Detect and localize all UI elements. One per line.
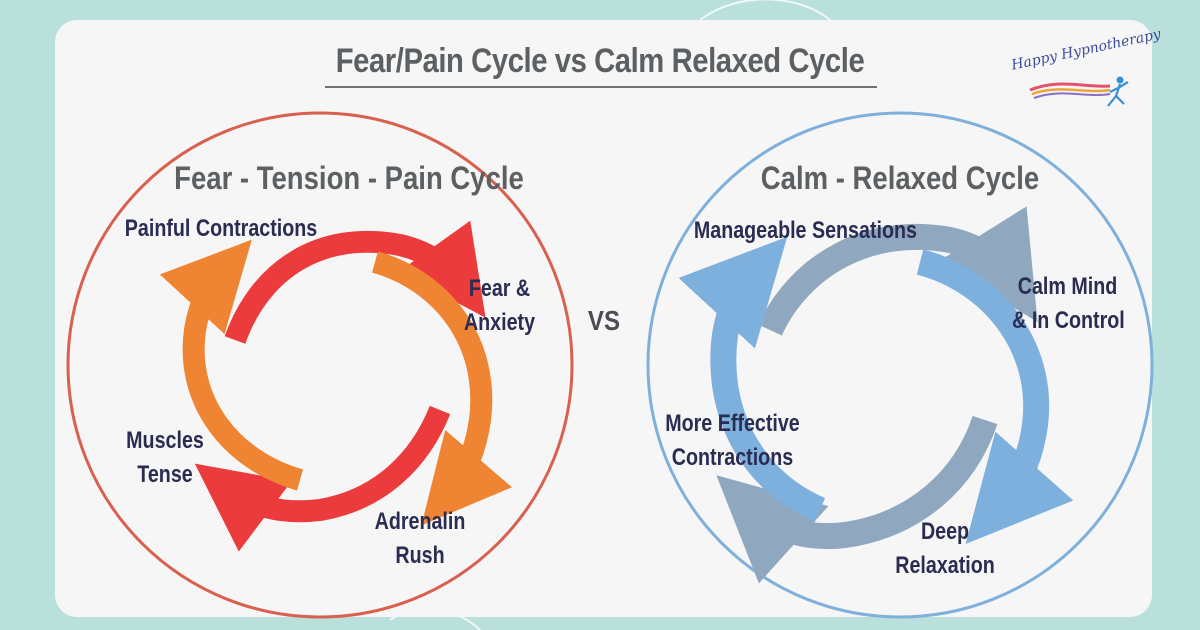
label-fear-line1: Fear & (468, 275, 531, 302)
right-arrow-top (758, 206, 1038, 336)
label-calm-line1: Calm Mind (1017, 273, 1118, 300)
left-cycle-title: Fear - Tension - Pain Cycle (174, 160, 524, 196)
left-arrow-bottom (194, 405, 451, 552)
right-cycle-title: Calm - Relaxed Cycle (760, 160, 1040, 196)
page-title: Fear/Pain Cycle vs Calm Relaxed Cycle (335, 42, 865, 80)
title-underline (325, 86, 877, 88)
vs-label: VS (587, 305, 621, 336)
label-calm-line2: & In Control (1012, 307, 1125, 334)
left-arrow-left (159, 239, 304, 491)
label-fear-line2: Anxiety (463, 309, 536, 336)
label-adrenalin-line1: Adrenalin (374, 508, 466, 535)
left-arrow-top (224, 220, 486, 344)
logo-dancer-icon (1029, 76, 1129, 107)
right-arrow-right (916, 249, 1074, 545)
label-deep-line2: Relaxation (895, 552, 995, 579)
left-cycle-circle (66, 111, 574, 619)
label-deep-line1: Deep (920, 518, 970, 545)
label-manageable-sensations: Manageable Sensations (693, 217, 917, 244)
right-arrow-bottom (716, 415, 998, 584)
left-arrow-right (371, 251, 513, 526)
label-painful-contractions: Painful Contractions (124, 215, 318, 242)
right-cycle-circle (646, 111, 1154, 619)
label-muscles-line1: Muscles (126, 427, 204, 454)
label-muscles-line2: Tense (137, 461, 193, 488)
label-effective-line1: More Effective (665, 410, 800, 437)
right-arrow-left (678, 236, 826, 522)
logo: Happy Hypnotherapy (1010, 26, 1162, 118)
label-effective-line2: Contractions (671, 444, 794, 471)
label-adrenalin-line2: Rush (395, 542, 445, 569)
